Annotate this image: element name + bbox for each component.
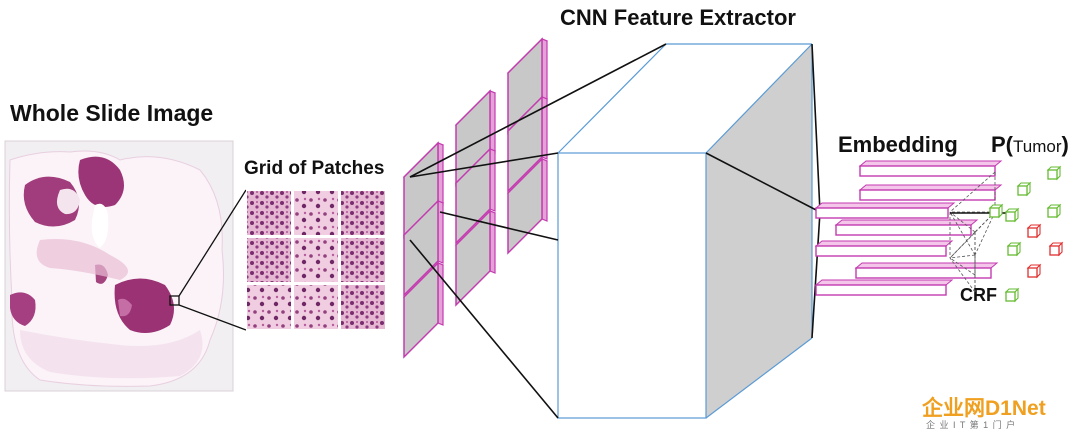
ptumor-p: P( — [991, 132, 1013, 157]
whole-slide-image — [4, 140, 234, 392]
tissue-hole — [56, 188, 80, 215]
tissue-patch — [247, 238, 291, 282]
embedding-bar-top — [814, 279, 954, 286]
cnn-title: CNN Feature Extractor — [560, 5, 796, 30]
crf-edge — [949, 211, 976, 256]
cube-side-face — [706, 44, 812, 418]
normal-cube — [1017, 185, 1028, 196]
normal-cube — [1005, 291, 1016, 302]
patch-plane — [403, 261, 439, 359]
tissue-patch — [294, 238, 338, 282]
tissue-patch — [341, 285, 385, 329]
embedding-bar — [815, 207, 949, 219]
crf-edge — [949, 254, 976, 259]
projection-line — [409, 43, 667, 178]
embedding-bar — [855, 267, 992, 279]
tissue-patch — [341, 238, 385, 282]
ptumor-close: ) — [1061, 132, 1069, 157]
patches-title: Grid of Patches — [244, 158, 385, 179]
cube-front-face — [557, 152, 707, 419]
patch-plane — [507, 95, 543, 193]
embedding-bar — [815, 284, 947, 296]
patch-plane — [403, 199, 439, 297]
tissue-hole — [91, 203, 109, 248]
patch-grid — [246, 190, 386, 330]
crf-edge — [949, 211, 976, 233]
cube-edge — [705, 43, 813, 154]
embedding-bar — [859, 165, 996, 177]
ptumor-title: P(Tumor) — [991, 132, 1069, 158]
watermark-tagline: 企 业 I T 第 1 门 户 — [926, 420, 1017, 430]
crf-edge — [949, 257, 976, 293]
crf-label: CRF — [960, 285, 997, 305]
embedding-title: Embedding — [838, 132, 958, 157]
embedding-bar — [835, 224, 972, 236]
tissue-cluster — [10, 292, 36, 326]
tissue-region — [20, 330, 203, 379]
embedding-bar-top — [858, 160, 1003, 167]
tissue-cluster — [114, 278, 174, 334]
normal-cube — [1005, 211, 1016, 222]
patch-plane — [455, 147, 491, 245]
tissue-patch — [294, 191, 338, 235]
tumor-cube — [1027, 227, 1038, 238]
tissue-patch — [247, 191, 291, 235]
tissue-patch — [341, 191, 385, 235]
cube-edge — [705, 337, 813, 419]
zoom-line — [178, 189, 247, 297]
projection-line — [705, 152, 821, 213]
normal-cube — [1047, 169, 1058, 180]
zoom-line — [178, 304, 247, 331]
wsi-title: Whole Slide Image — [10, 100, 214, 126]
projection-line — [409, 152, 559, 178]
output-cubes — [988, 165, 1064, 303]
normal-cube — [989, 207, 1000, 218]
tumor-cube — [1027, 267, 1038, 278]
cube-edge — [557, 43, 667, 154]
tissue-patch — [294, 285, 338, 329]
tissue-cluster — [78, 156, 124, 208]
embedding-bar-top — [814, 240, 954, 247]
watermark-logo: 企业网D1Net — [922, 397, 1046, 420]
embedding-bars — [814, 160, 1003, 296]
normal-cube — [1007, 245, 1018, 256]
projection-line — [811, 211, 821, 339]
tumor-cube — [1049, 245, 1060, 256]
projection-line — [409, 239, 559, 419]
crf-edge — [949, 211, 996, 259]
normal-cube — [1047, 207, 1058, 218]
projection-line — [811, 43, 821, 213]
embedding-bar-top — [854, 262, 999, 269]
projection-line — [439, 211, 559, 241]
selected-region-box — [169, 295, 180, 306]
tissue-patch — [247, 285, 291, 329]
tissue-cluster — [118, 298, 132, 317]
embedding-bar-top — [814, 202, 956, 209]
cnn-cube — [409, 43, 821, 419]
crf-edge — [949, 257, 976, 276]
crf-edge — [949, 231, 976, 259]
embedding-bar — [815, 245, 947, 257]
patch-plane — [455, 209, 491, 307]
crf-edge — [974, 211, 996, 256]
crf-edge — [949, 171, 996, 213]
embedding-bar — [859, 189, 996, 201]
tissue-region — [36, 239, 128, 280]
ptumor-word: Tumor — [1013, 137, 1062, 156]
patch-planes — [402, 37, 549, 359]
